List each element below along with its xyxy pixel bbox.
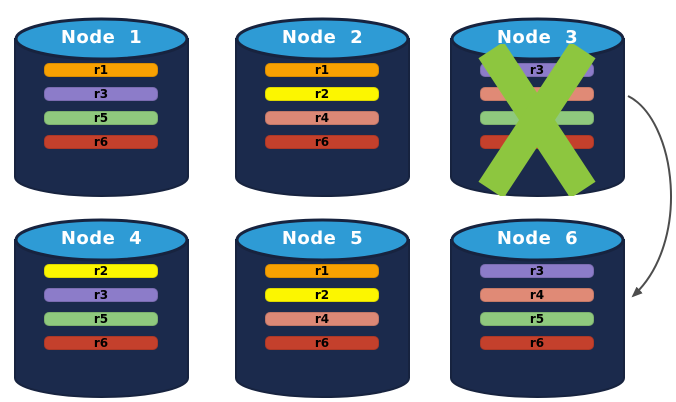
replica-bar: r6 (265, 135, 379, 149)
replica-bar: r6 (480, 336, 594, 350)
node-1: Node 1 r1 r3 r5 r6 (13, 10, 190, 198)
node-2: Node 2 r1 r2 r4 r6 (234, 10, 411, 198)
node-3: Node 3 r3 (449, 10, 626, 198)
replica-bar: r4 (265, 312, 379, 326)
replica-bar: r5 (480, 312, 594, 326)
replica-bar: r6 (44, 135, 158, 149)
replica-bar: r2 (44, 264, 158, 278)
replica-bar: r2 (265, 87, 379, 101)
replica-bar: r4 (265, 111, 379, 125)
replica-bar: r1 (265, 63, 379, 77)
node-title: Node 6 (496, 228, 579, 249)
node-4: Node 4 r2 r3 r5 r6 (13, 211, 190, 399)
replica-bar: r1 (265, 264, 379, 278)
node-6: Node 6 r3 r4 r5 r6 (449, 211, 626, 399)
replica-bar: r4 (480, 288, 594, 302)
node-5: Node 5 r1 r2 r4 r6 (234, 211, 411, 399)
node-title: Node 5 (281, 228, 364, 249)
node-title: Node 1 (60, 27, 143, 48)
failure-x-icon (478, 44, 596, 196)
replica-list: r1 r2 r4 r6 (265, 63, 379, 159)
replica-bar: r5 (44, 312, 158, 326)
replica-bar: r3 (44, 87, 158, 101)
replica-list: r1 r2 r4 r6 (265, 264, 379, 360)
replica-bar: r3 (480, 264, 594, 278)
replica-bar: r6 (265, 336, 379, 350)
replica-bar: r5 (44, 111, 158, 125)
replica-list: r3 r4 r5 r6 (480, 264, 594, 360)
node-title: Node 3 (496, 27, 579, 48)
replica-bar: r2 (265, 288, 379, 302)
node-title: Node 4 (60, 228, 143, 249)
replica-bar: r1 (44, 63, 158, 77)
replica-list: r1 r3 r5 r6 (44, 63, 158, 159)
replica-bar: r3 (44, 288, 158, 302)
node-title: Node 2 (281, 27, 364, 48)
replica-list: r2 r3 r5 r6 (44, 264, 158, 360)
replica-bar: r6 (44, 336, 158, 350)
